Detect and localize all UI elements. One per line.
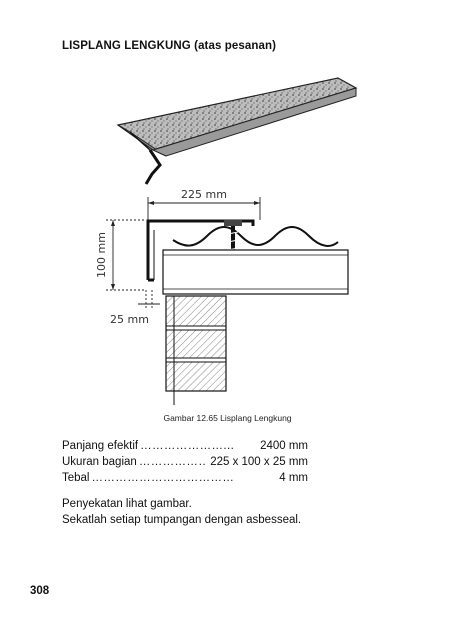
dimension-height: 100 mm: [95, 219, 146, 291]
spec-row: Panjang efektif …………………... 2400 mm: [62, 440, 308, 456]
spec-value: 4 mm: [279, 472, 308, 484]
note-line: Sekatlah setiap tumpangan dengan asbesse…: [62, 514, 302, 526]
dimension-thickness-label: 25 mm: [110, 313, 149, 326]
fascia-section: [146, 219, 255, 282]
fascia-perspective: [116, 77, 358, 185]
dimension-width: 225 mm: [147, 188, 261, 220]
specs-list: Panjang efektif …………………... 2400 mm Ukura…: [62, 440, 308, 488]
brick-wall: [165, 295, 227, 405]
spec-value: 225 x 100 x 25 mm: [210, 456, 308, 468]
purlin: [162, 249, 349, 295]
page-title: LISPLANG LENGKUNG (atas pesanan): [62, 40, 277, 52]
page-number: 308: [30, 585, 50, 597]
lisplang-drawing: 225 mm 100 mm 25 mm: [95, 77, 358, 405]
spec-label: Tebal: [62, 472, 90, 484]
dimension-thickness: 25 mm: [110, 290, 160, 326]
corrugated-sheet: [172, 226, 339, 247]
lisplang-figure: 225 mm 100 mm 25 mm: [88, 70, 373, 405]
spec-label: Panjang efektif: [62, 440, 139, 452]
spec-value: 2400 mm: [260, 440, 308, 452]
spec-dots: ………………………………: [91, 472, 235, 484]
notes: Penyekatan lihat gambar. Sekatlah setiap…: [62, 496, 301, 528]
spec-row: Ukuran bagian …………………… 225 x 100 x 25 mm: [62, 456, 308, 472]
dimension-width-label: 225 mm: [181, 188, 227, 201]
note-line: Penyekatan lihat gambar.: [62, 498, 192, 510]
spec-dots: …………………...: [140, 440, 235, 452]
spec-dots: ……………………: [138, 456, 206, 468]
dimension-height-label: 100 mm: [95, 232, 108, 278]
spec-row: Tebal ……………………………… 4 mm: [62, 472, 308, 488]
figure-caption: Gambar 12.65 Lisplang Lengkung: [163, 413, 292, 423]
spec-label: Ukuran bagian: [62, 456, 137, 468]
